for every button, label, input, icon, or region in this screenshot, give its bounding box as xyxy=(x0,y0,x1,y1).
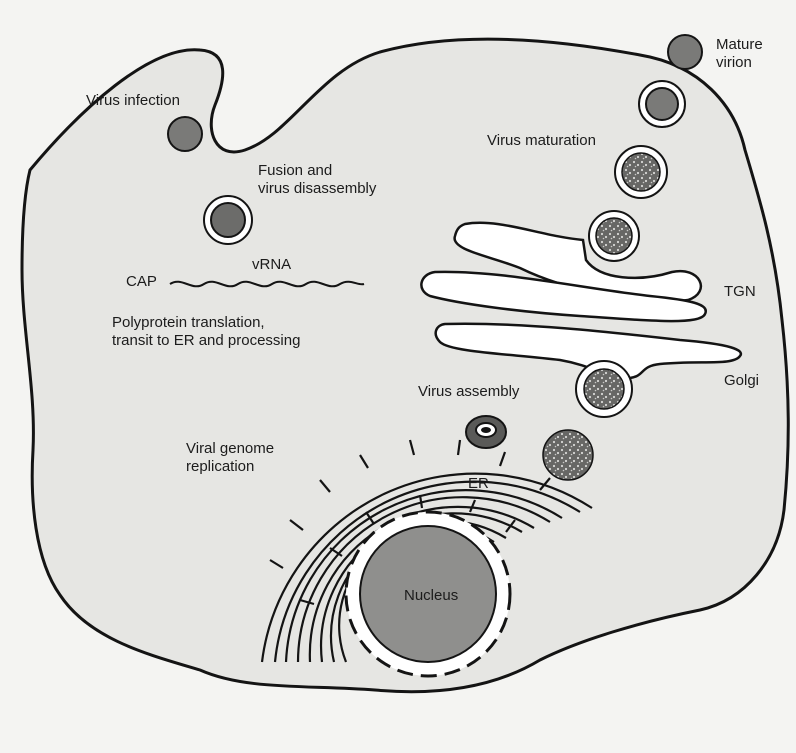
label-polyprotein-line1: Polyprotein translation, xyxy=(112,314,300,332)
label-virus-assembly: Virus assembly xyxy=(418,383,519,401)
label-mature-virion: Mature virion xyxy=(716,36,763,72)
label-vrna: vRNA xyxy=(252,256,291,274)
virion-er-lumen xyxy=(543,430,593,480)
virion-immature-2 xyxy=(596,218,632,254)
label-fusion-line1: Fusion and xyxy=(258,162,376,180)
label-fusion-line2: virus disassembly xyxy=(258,180,376,198)
assembly-bud xyxy=(466,416,506,448)
label-fusion-disassembly: Fusion and virus disassembly xyxy=(258,162,376,198)
mature-virion xyxy=(668,35,702,69)
label-mature-virion-line1: Mature xyxy=(716,36,763,54)
label-mature-virion-line2: virion xyxy=(716,54,763,72)
label-polyprotein: Polyprotein translation, transit to ER a… xyxy=(112,314,300,350)
label-polyprotein-line2: transit to ER and processing xyxy=(112,332,300,350)
virion-immature-1 xyxy=(622,153,660,191)
label-viral-genome-replication: Viral genome replication xyxy=(186,440,274,476)
virion-at-membrane xyxy=(646,88,678,120)
virion-infecting xyxy=(168,117,202,151)
label-cap: CAP xyxy=(126,273,157,291)
label-virus-maturation: Virus maturation xyxy=(487,132,596,150)
label-virus-infection: Virus infection xyxy=(86,92,180,110)
label-golgi: Golgi xyxy=(724,372,759,390)
label-nucleus: Nucleus xyxy=(404,587,458,605)
label-er: ER xyxy=(468,475,489,493)
virion-in-endosome xyxy=(211,203,245,237)
label-viral-genome-line2: replication xyxy=(186,458,274,476)
label-viral-genome-line1: Viral genome xyxy=(186,440,274,458)
virion-golgi xyxy=(584,369,624,409)
label-tgn: TGN xyxy=(724,283,756,301)
